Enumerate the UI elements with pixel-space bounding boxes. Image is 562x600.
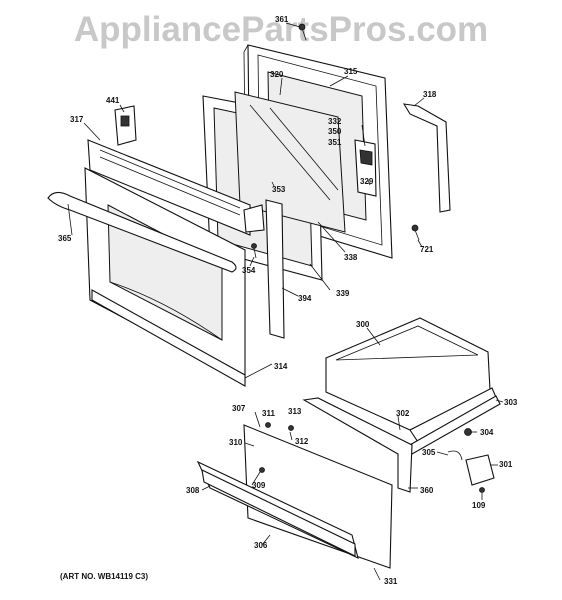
hinge-441 bbox=[114, 105, 137, 146]
door-handle-365 bbox=[47, 191, 237, 273]
callout-329: 329 bbox=[360, 177, 374, 186]
callout-312: 312 bbox=[295, 437, 309, 446]
callout-307: 307 bbox=[232, 404, 246, 413]
callout-311: 311 bbox=[262, 409, 275, 418]
callout-318: 318 bbox=[423, 90, 437, 99]
leader-lines bbox=[67, 22, 504, 581]
watermark: AppliancePartsPros.com bbox=[73, 10, 489, 49]
callout-301: 301 bbox=[499, 460, 513, 469]
callout-339: 339 bbox=[336, 289, 350, 298]
door-front-panel bbox=[87, 139, 251, 236]
screw-721 bbox=[411, 224, 420, 241]
callout-302: 302 bbox=[396, 409, 410, 418]
callout-350: 350 bbox=[328, 127, 342, 136]
storage-drawer bbox=[325, 317, 499, 443]
screw-311 bbox=[265, 422, 271, 428]
clip-305 bbox=[447, 450, 463, 461]
inner-glass-panel bbox=[234, 91, 346, 233]
callout-304: 304 bbox=[480, 428, 494, 437]
callout-361: 361 bbox=[275, 15, 289, 24]
art-number: (ART NO. WB14119 C3) bbox=[60, 572, 149, 581]
callout-441: 441 bbox=[106, 96, 120, 105]
callout-109: 109 bbox=[472, 501, 486, 510]
door-bottom-trim bbox=[91, 289, 246, 387]
callout-310: 310 bbox=[229, 438, 243, 447]
callout-394: 394 bbox=[298, 294, 312, 303]
callout-315: 315 bbox=[344, 67, 358, 76]
door-side-post bbox=[243, 199, 285, 339]
callout-313: 313 bbox=[288, 407, 302, 416]
callout-309: 309 bbox=[252, 481, 266, 490]
door-side-trim bbox=[402, 103, 451, 213]
door-latch-bracket bbox=[354, 139, 377, 197]
callout-721: 721 bbox=[420, 245, 434, 254]
screw-309 bbox=[259, 467, 265, 473]
callout-320: 320 bbox=[270, 70, 284, 79]
callout-305: 305 bbox=[422, 448, 436, 457]
callout-332: 332 bbox=[328, 117, 342, 126]
bracket-301 bbox=[465, 454, 495, 486]
callout-353: 353 bbox=[272, 185, 286, 194]
callout-365: 365 bbox=[58, 234, 72, 243]
callout-317: 317 bbox=[70, 115, 84, 124]
screw-354 bbox=[251, 243, 257, 259]
screw-361 bbox=[298, 23, 307, 41]
callout-331: 331 bbox=[384, 577, 398, 586]
drawer-panel bbox=[196, 460, 359, 560]
callout-306: 306 bbox=[254, 541, 268, 550]
callout-308: 308 bbox=[186, 486, 200, 495]
callout-338: 338 bbox=[344, 253, 358, 262]
callout-303: 303 bbox=[504, 398, 518, 407]
callout-354: 354 bbox=[242, 266, 256, 275]
screw-109 bbox=[479, 487, 485, 493]
callout-314: 314 bbox=[274, 362, 288, 371]
callout-351: 351 bbox=[328, 138, 342, 147]
callout-300: 300 bbox=[356, 320, 370, 329]
callout-360: 360 bbox=[420, 486, 434, 495]
screw-313 bbox=[288, 425, 294, 431]
